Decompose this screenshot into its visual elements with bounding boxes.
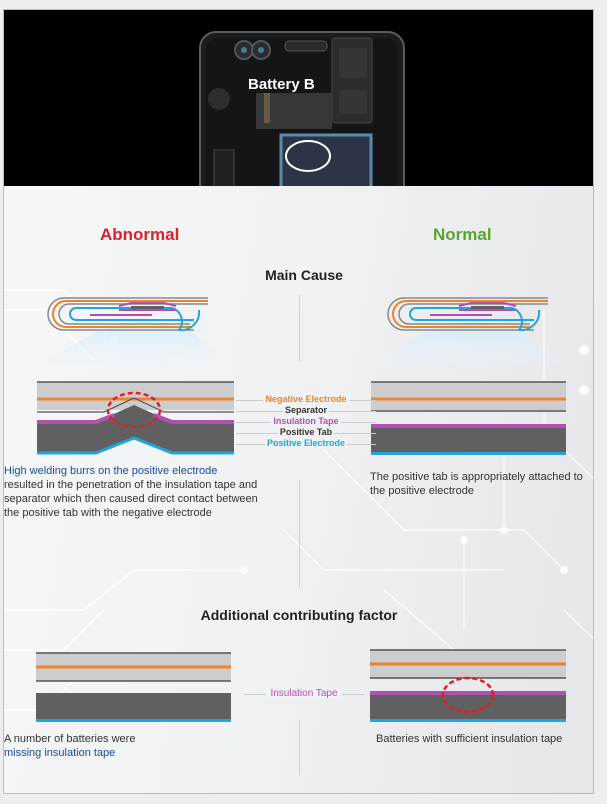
battery-b-label: Battery B [248, 76, 315, 93]
insulation-tape-label: Insulation Tape [244, 688, 364, 699]
highlight-text: missing insulation tape [4, 747, 116, 759]
infographic-frame: Battery B Abnormal Normal Main Cause [3, 9, 594, 794]
normal-heading: Normal [433, 225, 492, 244]
additional-normal-description: Batteries with sufficient insulation tap… [376, 733, 563, 745]
additional-abnormal-description: A number of batteries were missing insul… [4, 733, 136, 759]
column-divider [299, 295, 300, 361]
burr-highlight-circle [106, 391, 162, 429]
battery-highlight-circle [285, 140, 331, 172]
additional-factor-title: Additional contributing factor [200, 607, 398, 623]
abnormal-coil-icon [39, 297, 229, 365]
column-divider [299, 480, 300, 588]
main-cause-title: Main Cause [265, 267, 343, 283]
legend-insulation-tape: Insulation Tape [236, 416, 376, 427]
additional-normal-cross-section [370, 649, 566, 722]
column-divider [299, 720, 300, 775]
highlight-text: High welding burrs on the positive elect… [4, 465, 218, 477]
abnormal-cross-section [37, 381, 234, 455]
phone-image-header: Battery B [4, 10, 593, 186]
tape-highlight-circle [441, 676, 495, 714]
legend-separator: Separator [236, 405, 376, 416]
abnormal-heading: Abnormal [100, 225, 180, 244]
legend-negative-electrode: Negative Electrode [236, 394, 376, 405]
layer-legend: Negative Electrode Separator Insulation … [236, 394, 376, 449]
phone-xray-illustration [199, 31, 405, 186]
legend-positive-tab: Positive Tab [236, 427, 376, 438]
normal-main-cause-description: The positive tab is appropriately attach… [370, 471, 583, 497]
normal-coil-icon [369, 297, 564, 365]
legend-positive-electrode: Positive Electrode [236, 438, 376, 449]
main-cause-diagrams [36, 297, 566, 722]
normal-cross-section [371, 381, 566, 455]
additional-abnormal-cross-section [36, 652, 231, 722]
abnormal-main-cause-description: High welding burrs on the positive elect… [4, 465, 258, 519]
